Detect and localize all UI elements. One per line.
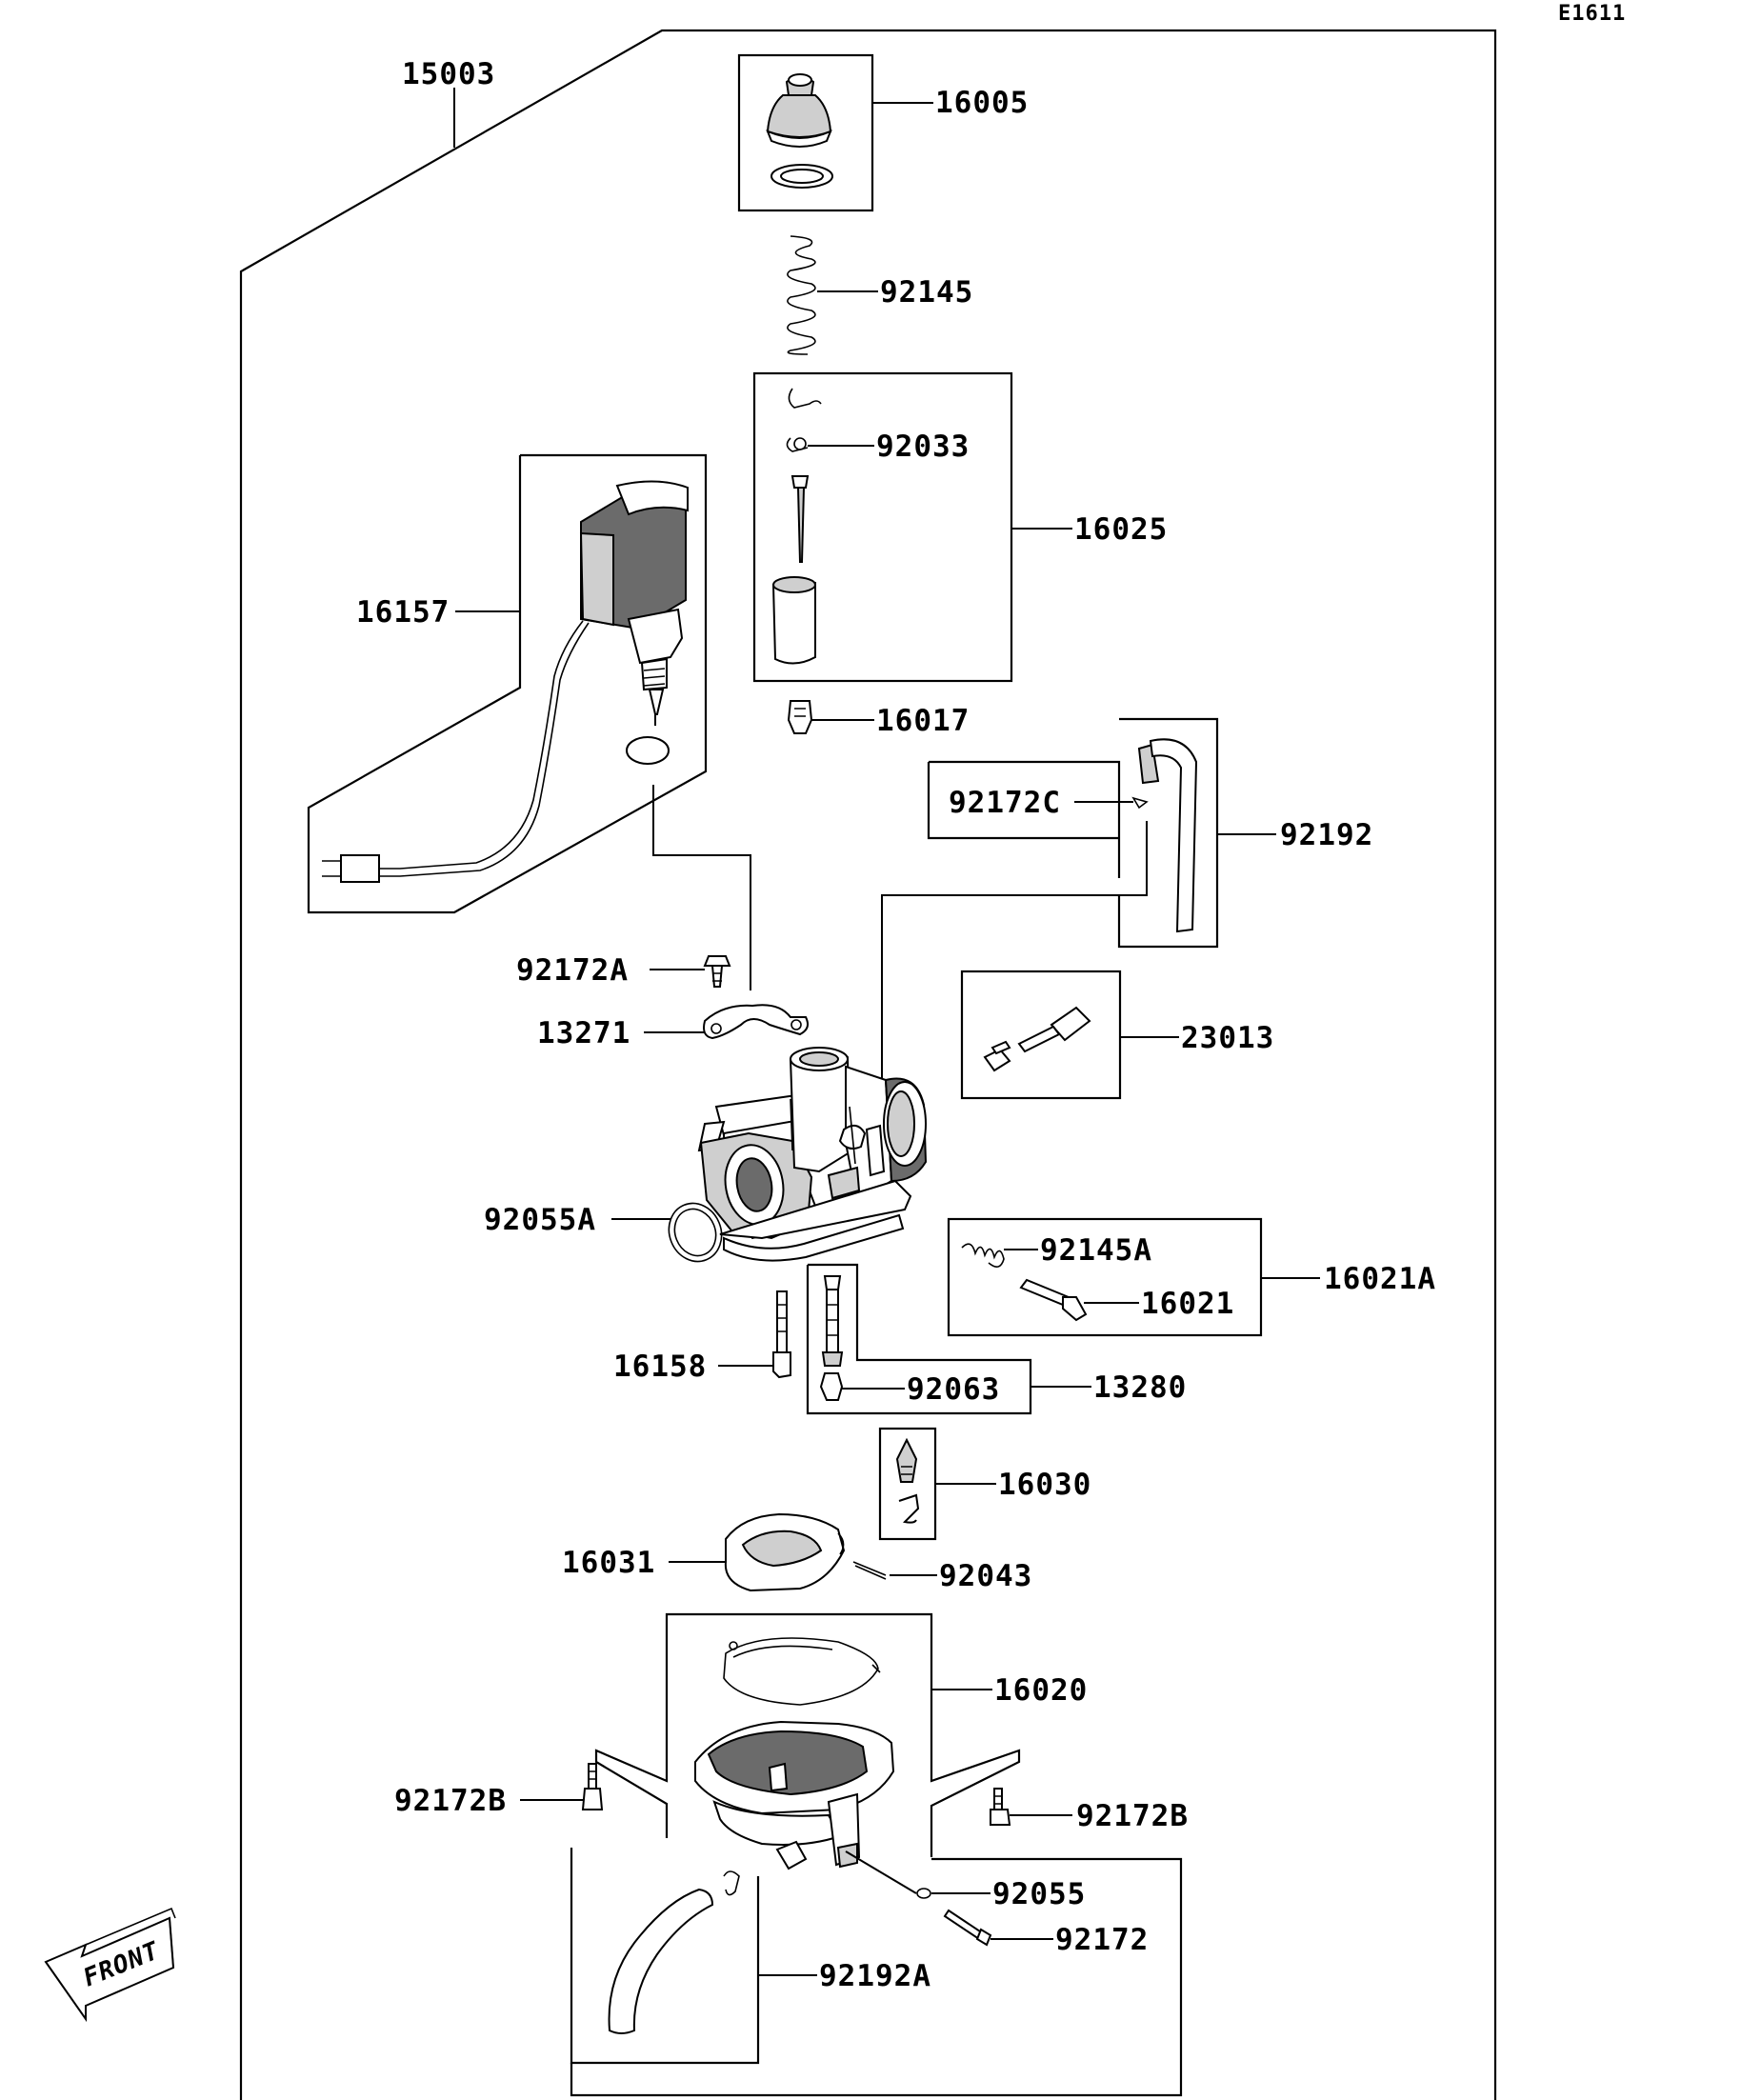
vent-hose-92192[interactable]	[927, 717, 1276, 949]
label-92172B-left: 92172B	[394, 1784, 507, 1818]
front-direction-arrow: FRONT	[44, 1907, 176, 2023]
label-92055A: 92055A	[484, 1203, 596, 1237]
leader-choke-to-body	[652, 785, 751, 990]
label-16158: 16158	[613, 1350, 707, 1384]
o-ring-92055A[interactable]	[611, 1195, 730, 1270]
screw-92172A[interactable]	[650, 955, 731, 988]
label-92192A: 92192A	[819, 1959, 931, 1993]
label-92033: 92033	[876, 430, 970, 464]
label-16025: 16025	[1074, 512, 1168, 547]
label-16030: 16030	[998, 1468, 1091, 1502]
drain-screw-92172[interactable]	[943, 1909, 1053, 1947]
label-92043: 92043	[939, 1559, 1032, 1593]
jet-set-13280[interactable]	[806, 1263, 1091, 1415]
piston-assembly-16025[interactable]	[752, 371, 1072, 683]
label-13280: 13280	[1093, 1370, 1187, 1405]
pilot-screw-set-16021A[interactable]	[947, 1217, 1320, 1337]
drain-hose-92192A[interactable]	[570, 1848, 1183, 2097]
float-16031[interactable]	[669, 1512, 846, 1592]
label-92192: 92192	[1280, 818, 1373, 852]
label-92172: 92172	[1055, 1923, 1149, 1957]
label-16021A: 16021A	[1324, 1262, 1436, 1296]
assembly-frame	[239, 29, 1497, 2100]
label-16157: 16157	[356, 595, 450, 630]
float-valve-16030[interactable]	[878, 1427, 996, 1541]
screw-92172B-right[interactable]	[990, 1788, 1072, 1826]
label-16031: 16031	[562, 1546, 655, 1580]
label-92055: 92055	[992, 1877, 1086, 1911]
o-ring-92055[interactable]	[845, 1850, 991, 1899]
label-16017: 16017	[876, 704, 970, 738]
jet-16017[interactable]	[787, 700, 874, 734]
label-16021: 16021	[1141, 1287, 1234, 1321]
needle-jet-16158[interactable]	[718, 1290, 791, 1379]
label-92145A: 92145A	[1040, 1233, 1152, 1268]
pin-92043[interactable]	[852, 1561, 937, 1580]
label-16005: 16005	[935, 86, 1029, 120]
label-92063: 92063	[907, 1372, 1000, 1407]
diagram-code: E1611	[1558, 2, 1626, 26]
auto-choke-16157[interactable]	[307, 453, 708, 914]
carburetor-body[interactable]	[697, 1047, 928, 1262]
leader-hose-to-body	[881, 821, 1148, 1093]
label-15003: 15003	[402, 57, 495, 91]
cap-assembly-16005[interactable]	[737, 53, 933, 212]
screw-92172B-left[interactable]	[520, 1763, 604, 1810]
float-chamber-16020[interactable]	[594, 1612, 1021, 1896]
label-92145: 92145	[880, 275, 973, 310]
plate-13271[interactable]	[644, 1004, 809, 1040]
label-13271: 13271	[537, 1016, 630, 1050]
label-92172A: 92172A	[516, 953, 629, 988]
label-92172B-right: 92172B	[1076, 1799, 1189, 1833]
label-23013: 23013	[1181, 1021, 1274, 1055]
spring-92145[interactable]	[787, 235, 878, 355]
screw-set-23013[interactable]	[960, 970, 1179, 1100]
label-16020: 16020	[994, 1673, 1088, 1708]
label-92172C: 92172C	[949, 786, 1061, 820]
